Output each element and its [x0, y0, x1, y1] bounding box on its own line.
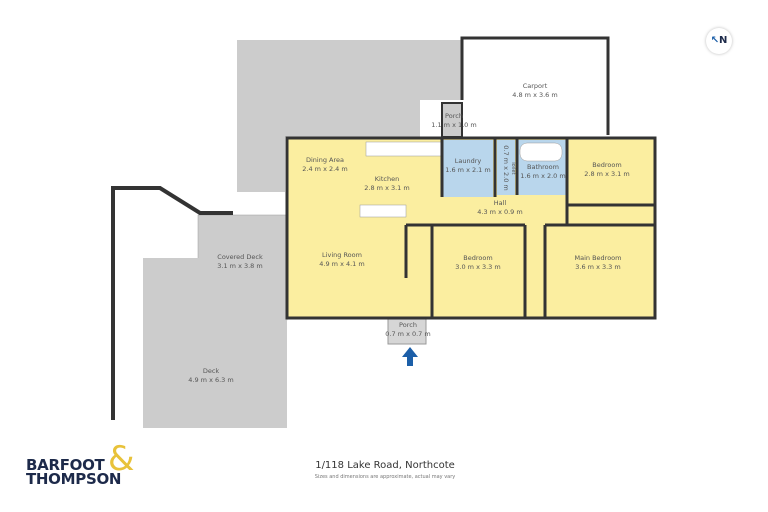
bath-tub [519, 142, 563, 162]
room-name: Bedroom [592, 161, 621, 169]
room-size: 1.1 m x 1.0 m [431, 121, 476, 129]
room-name: Deck [203, 367, 220, 375]
walls [285, 136, 657, 320]
roof-area [237, 40, 462, 192]
room-size: 2.8 m x 3.1 m [584, 170, 629, 178]
room-size: 3.0 m x 3.3 m [455, 263, 500, 271]
room-size: 2.4 m x 2.4 m [302, 165, 347, 173]
room-size: 2.8 m x 3.1 m [364, 184, 409, 192]
brand-line1: BARFOOT [26, 456, 105, 474]
room-size: 3.6 m x 3.3 m [575, 263, 620, 271]
carport-wall [460, 36, 610, 135]
room-size: 0.7 m x 0.7 m [385, 330, 430, 338]
entry-arrow-icon [402, 347, 418, 366]
room-name: Kitchen [375, 175, 399, 183]
porch-front-area [387, 317, 427, 345]
brand-line2: THOMPSON [26, 470, 122, 488]
room-size: 4.3 m x 0.9 m [477, 208, 522, 216]
room-size: 4.9 m x 4.1 m [319, 260, 364, 268]
room-size: 3.1 m x 3.8 m [217, 262, 262, 270]
room-name: Laundry [455, 157, 482, 165]
room-name: Porch [399, 321, 417, 329]
room-size: 4.8 m x 3.6 m [512, 91, 557, 99]
room-size: 1.6 m x 2.0 m [520, 172, 565, 180]
north-arrow-icon: ↖N [706, 28, 732, 54]
porch-rear-area [441, 102, 463, 138]
room-size: 4.9 m x 6.3 m [188, 376, 233, 384]
kitchen-bench [365, 141, 443, 157]
brand-logo: BARFOOT THOMPSON & [26, 442, 135, 488]
kitchen-island [359, 204, 407, 218]
deck-area [143, 258, 287, 428]
boundary-wall [111, 186, 233, 420]
compass-label: N [719, 35, 728, 46]
brand-ampersand: & [108, 439, 135, 479]
room-name: Covered Deck [217, 253, 263, 261]
room-name: Bedroom [463, 254, 492, 262]
room-name: Main Bedroom [575, 254, 622, 262]
disclaimer: Sizes and dimensions are approximate, ac… [314, 474, 456, 480]
room-name: Toilet [510, 160, 516, 174]
room-name: Carport [523, 82, 548, 90]
property-address: 1/118 Lake Road, Northcote [315, 460, 455, 471]
room-name: Hall [494, 199, 507, 207]
room-name: Living Room [322, 251, 362, 259]
room-name: Dining Area [306, 156, 344, 164]
room-name: Porch [445, 112, 463, 120]
laundry-floor [442, 140, 493, 197]
room-size: 1.6 m x 2.1 m [445, 166, 490, 174]
toilet-floor [497, 140, 515, 195]
room-size: 0.7 m x 2.0 m [502, 145, 510, 190]
room-name: Bathroom [527, 163, 559, 171]
